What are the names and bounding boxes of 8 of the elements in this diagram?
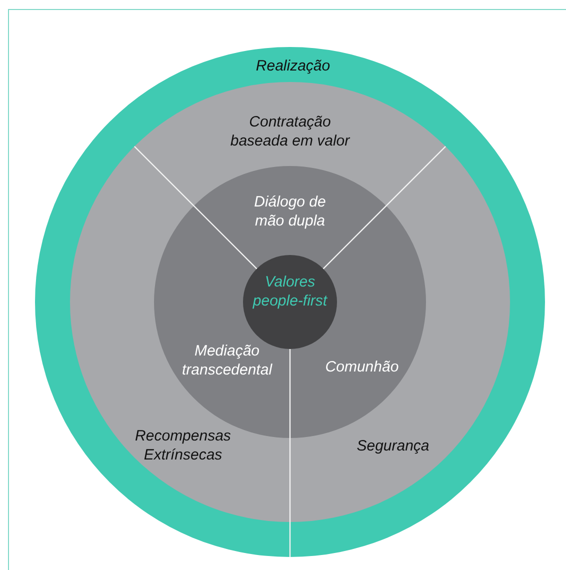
ring-label: Diálogo de mão dupla xyxy=(253,193,327,231)
ring-label: Mediação transcedental xyxy=(180,342,274,380)
ring-label: Realização xyxy=(254,58,332,76)
ring-label: Comunhão xyxy=(324,358,400,378)
ring-label: Contratação baseada em valor xyxy=(229,113,351,151)
ring-label: Recompensas Extrínsecas xyxy=(134,427,232,465)
ring-label: Segurança xyxy=(356,438,430,456)
ring-label: Valores people-first xyxy=(252,273,328,311)
